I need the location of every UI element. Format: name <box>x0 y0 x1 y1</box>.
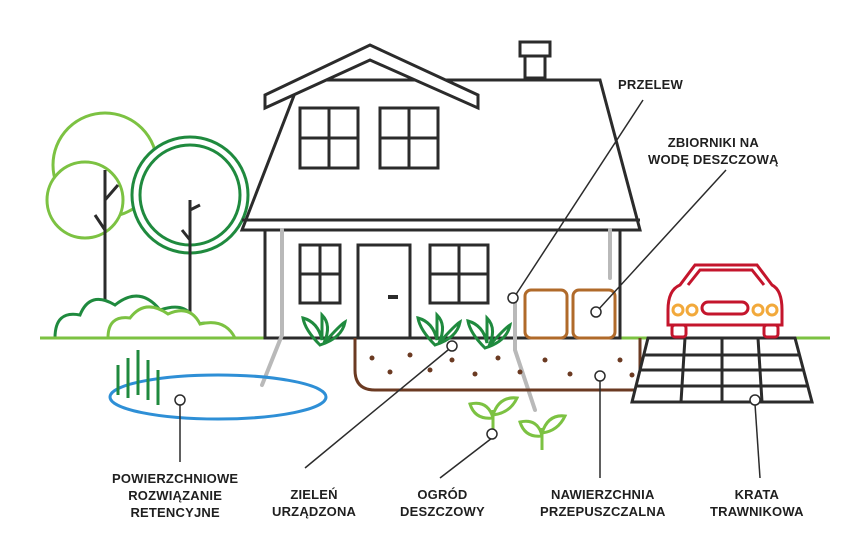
leader-lines <box>174 99 761 479</box>
label-krata: KRATA TRAWNIKOWA <box>710 487 804 519</box>
pond-icon <box>108 350 328 421</box>
label-ogrod: OGRÓD DESZCZOWY <box>400 487 485 519</box>
label-zbiorniki: ZBIORNIKI NA WODĘ DESZCZOWĄ <box>648 135 779 167</box>
label-nawierzchnia: NAWIERZCHNIA PRZEPUSZCZALNA <box>540 487 666 519</box>
label-przelew: PRZELEW <box>618 77 683 92</box>
paving-icon <box>630 336 814 404</box>
house-icon <box>239 40 642 340</box>
label-zielen: ZIELEŃ URZĄDZONA <box>272 487 357 519</box>
bush-icon <box>53 294 238 340</box>
sprout-icon <box>468 396 568 450</box>
plant-icon <box>301 311 513 350</box>
label-powierzchniowe: POWIERZCHNIOWE ROZWIĄZANIE RETENCYJNE <box>112 471 239 520</box>
car-icon <box>666 263 784 339</box>
soil-icon <box>353 338 642 392</box>
